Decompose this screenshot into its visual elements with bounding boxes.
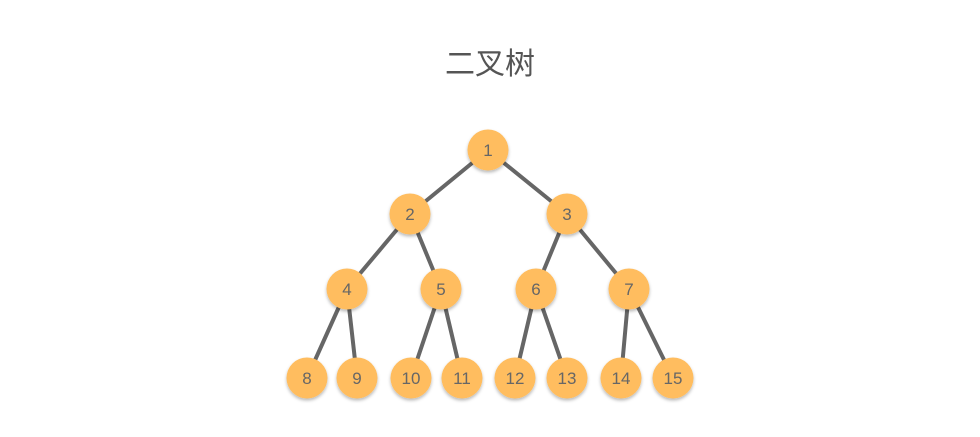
node-label: 1 (483, 141, 492, 160)
node-circle (326, 268, 368, 310)
node-circle (467, 129, 509, 171)
tree-node-14: 14 (600, 357, 642, 399)
node-label: 13 (558, 369, 577, 388)
tree-node-2: 2 (389, 193, 431, 235)
tree-node-15: 15 (652, 357, 694, 399)
node-label: 8 (302, 369, 311, 388)
tree-node-5: 5 (420, 268, 462, 310)
tree-node-9: 9 (336, 357, 378, 399)
node-label: 14 (612, 369, 631, 388)
node-label: 10 (402, 369, 421, 388)
tree-node-6: 6 (515, 268, 557, 310)
tree-node-7: 7 (608, 268, 650, 310)
tree-nodes: 1 2 3 4 5 6 7 8 (286, 129, 694, 399)
node-circle (652, 357, 694, 399)
node-circle (336, 357, 378, 399)
tree-edges (305, 148, 675, 380)
tree-node-10: 10 (390, 357, 432, 399)
node-circle (546, 193, 588, 235)
node-label: 7 (624, 280, 633, 299)
tree-node-11: 11 (441, 357, 483, 399)
node-circle (420, 268, 462, 310)
node-circle (608, 268, 650, 310)
node-circle (389, 193, 431, 235)
node-label: 3 (562, 205, 571, 224)
tree-node-12: 12 (494, 357, 536, 399)
tree-node-4: 4 (326, 268, 368, 310)
tree-node-13: 13 (546, 357, 588, 399)
node-circle (515, 268, 557, 310)
diagram-title: 二叉树 (445, 47, 535, 82)
node-circle (390, 357, 432, 399)
tree-node-1: 1 (467, 129, 509, 171)
node-circle (546, 357, 588, 399)
node-circle (286, 357, 328, 399)
node-label: 6 (531, 280, 540, 299)
tree-node-8: 8 (286, 357, 328, 399)
node-circle (600, 357, 642, 399)
tree-node-3: 3 (546, 193, 588, 235)
node-label: 12 (506, 369, 525, 388)
node-label: 9 (352, 369, 361, 388)
node-label: 2 (405, 205, 414, 224)
node-circle (441, 357, 483, 399)
node-circle (494, 357, 536, 399)
node-label: 5 (436, 280, 445, 299)
node-label: 11 (453, 369, 471, 388)
node-label: 4 (342, 280, 351, 299)
node-label: 15 (664, 369, 683, 388)
